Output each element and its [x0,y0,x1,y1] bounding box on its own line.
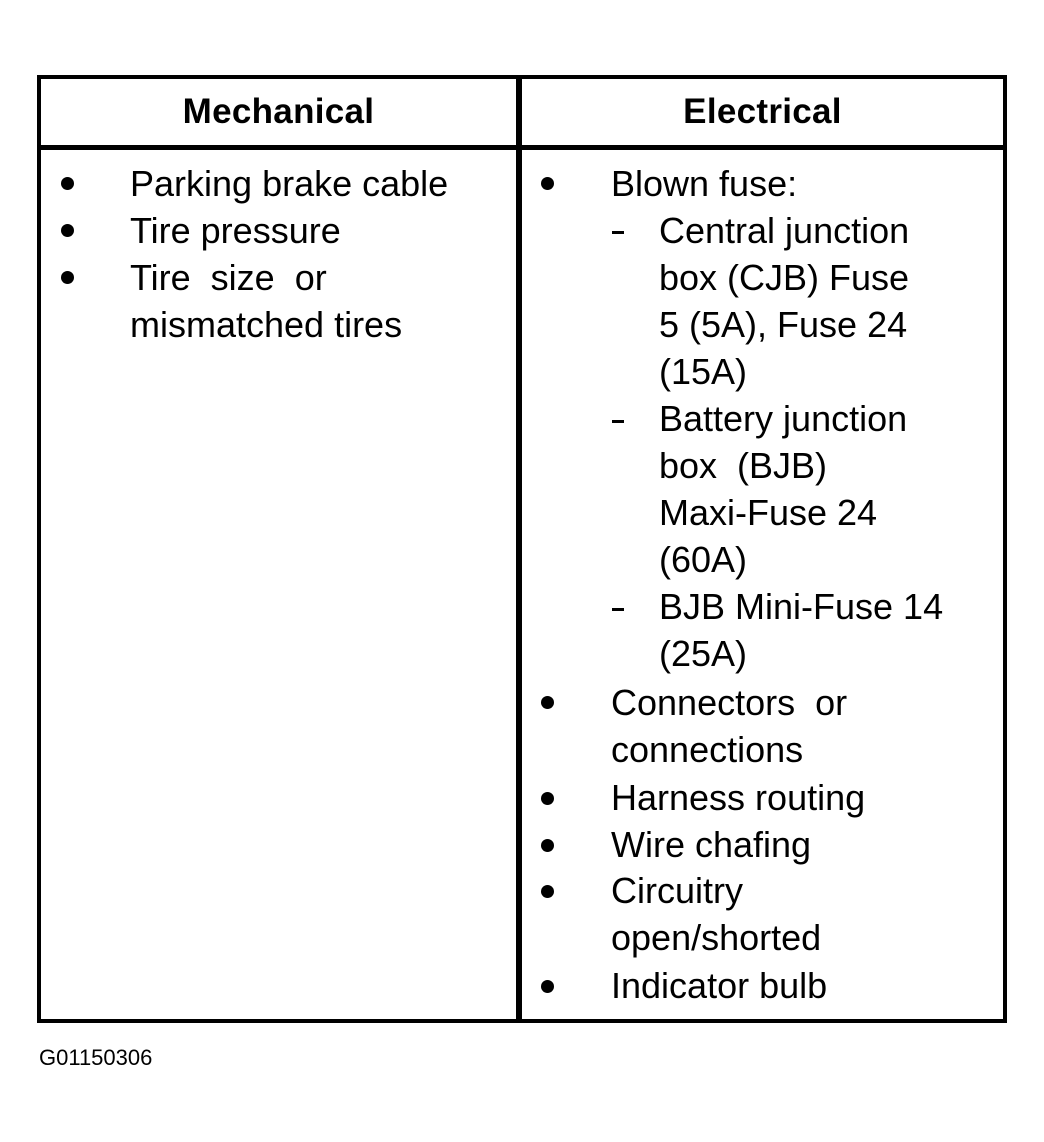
bullet-icon [61,271,74,284]
header-electrical: Electrical [683,92,842,131]
item-text: Circuitry [611,870,743,911]
subitem-text: Maxi-Fuse 24 [659,492,878,533]
subitem-text: (15A) [659,351,748,392]
subitem-text: 5 (5A), Fuse 24 [659,304,908,345]
item-text: open/shorted [611,917,822,958]
item-text: Wire chafing [611,824,812,865]
header-rule [37,145,1007,150]
item-text: Tire size or [130,257,327,298]
column-divider [516,75,522,1023]
item-text: Connectors or [611,682,848,723]
item-text: Harness routing [611,777,866,818]
subitem-text: BJB Mini-Fuse 14 [659,586,944,627]
figure-id: G01150306 [39,1045,153,1070]
dash-icon [612,608,624,611]
bullet-icon [541,792,554,805]
subitem-text: box (CJB) Fuse [659,257,910,298]
bullet-icon [541,885,554,898]
item-text: Parking brake cable [130,163,449,204]
bullet-icon [61,224,74,237]
header-mechanical: Mechanical [182,92,375,131]
item-text: Blown fuse: [611,163,798,204]
bullet-icon [541,839,554,852]
subitem-text: (25A) [659,633,748,674]
bullet-icon [61,177,74,190]
dash-icon [612,231,624,234]
subitem-text: Battery junction [659,398,908,439]
bullet-icon [541,177,554,190]
item-text: Tire pressure [130,210,341,251]
table-frame [37,75,1007,1023]
bullet-icon [541,980,554,993]
item-text: connections [611,729,804,770]
subitem-text: Central junction [659,210,910,251]
subitem-text: (60A) [659,539,748,580]
item-text: mismatched tires [130,304,403,345]
dash-icon [612,420,624,423]
bullet-icon [541,696,554,709]
subitem-text: box (BJB) [659,445,828,486]
item-text: Indicator bulb [611,965,828,1006]
